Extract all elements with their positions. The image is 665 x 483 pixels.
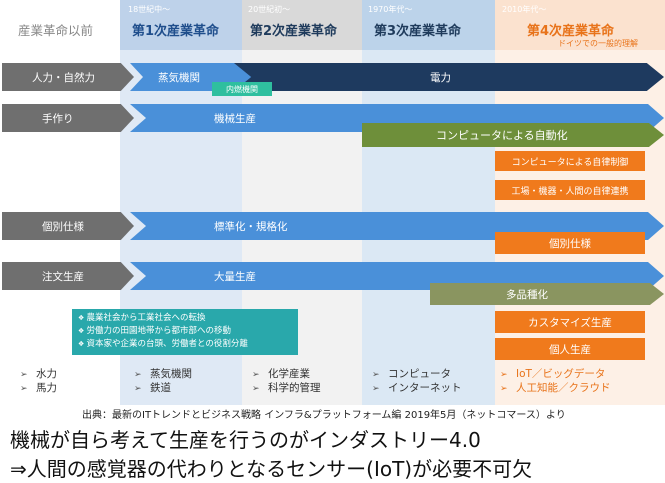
- arrow-individual-spec: 個別仕様: [2, 212, 134, 240]
- title-first: 第1次産業革命: [132, 24, 220, 39]
- arrow-computer-automation: コンピュータによる自動化: [362, 123, 664, 147]
- note-fourth: ドイツでの一般的理解: [558, 39, 638, 48]
- title-third: 第3次産業革命: [374, 24, 462, 39]
- box-individual-spec-4: 個別仕様: [495, 232, 645, 254]
- header-band-second: [242, 0, 362, 50]
- label-combustion: 内燃機関: [212, 82, 272, 96]
- header-band-first: [120, 0, 242, 50]
- arrow-multi-variety: 多品種化: [430, 283, 664, 305]
- arrow-manual-natural: 人力・自然力: [2, 63, 134, 91]
- arrow-handmade: 手作り: [2, 104, 134, 132]
- title-pre: 産業革命以前: [18, 23, 94, 38]
- box-autonomous-linkage: 工場・機器・人間の自律連携: [495, 180, 645, 200]
- header-band-fourth: [495, 0, 665, 50]
- bullet-first-1: ➢蒸気機関: [134, 368, 192, 380]
- title-second: 第2次産業革命: [250, 24, 338, 39]
- period-first: 18世紀中～: [128, 5, 171, 14]
- caption-line-1: 機械が自ら考えて生産を行うのがインダストリー4.0: [10, 428, 481, 452]
- note-item: ❖ 農業社会から工業社会への転換: [78, 313, 206, 323]
- arrow-made-to-order: 注文生産: [2, 262, 134, 290]
- header-band-third: [362, 0, 495, 50]
- source-citation: 出典：最新のITトレンドとビジネス戦略 インフラ&プラットフォーム編 2019年…: [82, 410, 566, 421]
- note-item: ❖ 資本家や企業の台頭、労働者との役割分離: [78, 339, 248, 349]
- box-personal-production: 個人生産: [495, 338, 645, 360]
- bullet-fourth-2: ➢人工知能／クラウド: [500, 382, 611, 394]
- column-third-bg: [362, 0, 495, 405]
- bullet-second-2: ➢科学的管理: [252, 382, 321, 394]
- note-item: ❖ 労働力の田園地帯から都市部への移動: [78, 326, 232, 336]
- bullet-pre-1: ➢水力: [20, 368, 57, 380]
- bullet-second-1: ➢化学産業: [252, 368, 310, 380]
- period-fourth: 2010年代～: [502, 5, 547, 14]
- box-customized-production: カスタマイズ生産: [495, 311, 645, 333]
- period-second: 20世紀初～: [248, 5, 291, 14]
- caption-line-2: ⇒人間の感覚器の代わりとなるセンサー(IoT)が必要不可欠: [10, 457, 533, 481]
- bullet-pre-2: ➢馬力: [20, 382, 57, 394]
- notes-box: ❖ 農業社会から工業社会への転換 ❖ 労働力の田園地帯から都市部への移動 ❖ 資…: [72, 309, 298, 355]
- bullet-third-2: ➢インターネット: [372, 382, 462, 394]
- bullet-first-2: ➢鉄道: [134, 382, 171, 394]
- period-third: 1970年代～: [368, 5, 413, 14]
- bullet-fourth-1: ➢IoT／ビッグデータ: [500, 368, 606, 380]
- arrow-electric-power: 電力: [234, 63, 664, 91]
- box-autonomous-control: コンピュータによる自律制御: [495, 151, 645, 171]
- title-fourth: 第4次産業革命: [527, 24, 615, 39]
- bullet-third-1: ➢コンピュータ: [372, 368, 451, 380]
